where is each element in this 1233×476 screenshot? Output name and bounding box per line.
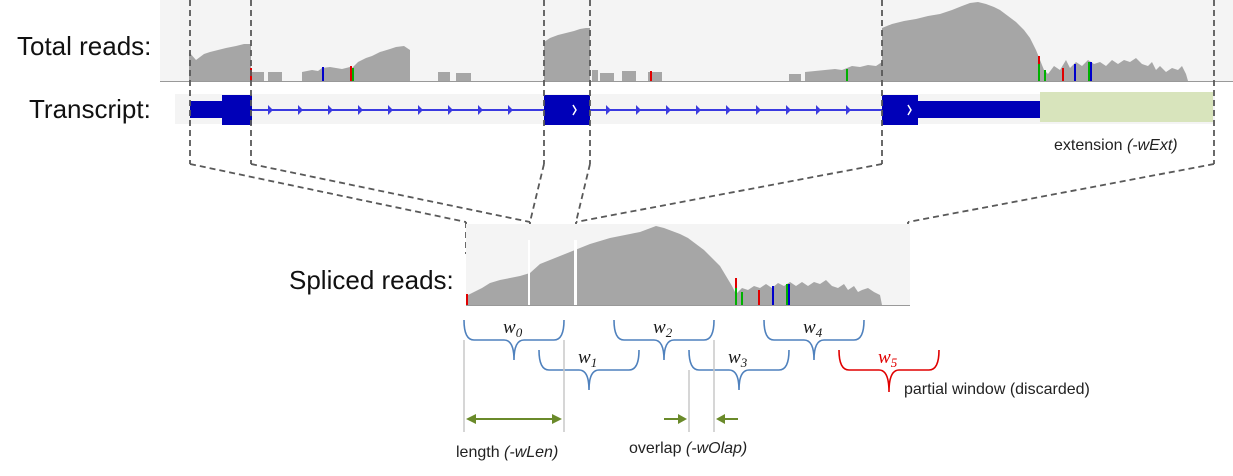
window-braces — [463, 319, 940, 393]
window-label-w5: w5 — [878, 347, 898, 370]
extension-region — [1040, 92, 1213, 122]
extension-annotation: extension (-wExt) — [1054, 137, 1178, 154]
total-reads-label: Total reads: — [17, 31, 151, 61]
window-label-w1: w1 — [578, 347, 597, 370]
intron-direction-arrows — [268, 105, 851, 115]
length-annotation: length (-wLen) — [456, 444, 558, 461]
overlap-arrows — [664, 414, 738, 424]
length-arrow — [466, 414, 562, 424]
spliced-reads-label: Spliced reads: — [289, 265, 454, 295]
overlap-annotation: overlap (-wOlap) — [629, 440, 747, 457]
partial-window-annotation: partial window (discarded) — [904, 381, 1090, 398]
spliced-reads-coverage — [466, 226, 882, 305]
mapping-guides — [189, 0, 1215, 254]
brace-w1 — [538, 349, 640, 391]
splice-junction-gaps — [528, 240, 577, 306]
brace-w4 — [763, 319, 865, 361]
brace-w5 — [838, 349, 940, 393]
exon-strand-chevrons — [572, 104, 912, 116]
window-label-w0: w0 — [503, 317, 523, 340]
measurement-guides — [463, 340, 715, 432]
brace-w3 — [688, 349, 790, 391]
brace-w0 — [463, 319, 565, 361]
transcript-label: Transcript: — [29, 94, 151, 124]
total-reads-coverage — [189, 2, 1188, 81]
window-label-w3: w3 — [728, 347, 748, 370]
brace-w2 — [613, 319, 715, 361]
transcript-model — [190, 95, 1040, 125]
window-label-w2: w2 — [653, 317, 673, 340]
window-label-w4: w4 — [803, 317, 823, 340]
spliced-reads-variant-marks — [466, 278, 790, 305]
